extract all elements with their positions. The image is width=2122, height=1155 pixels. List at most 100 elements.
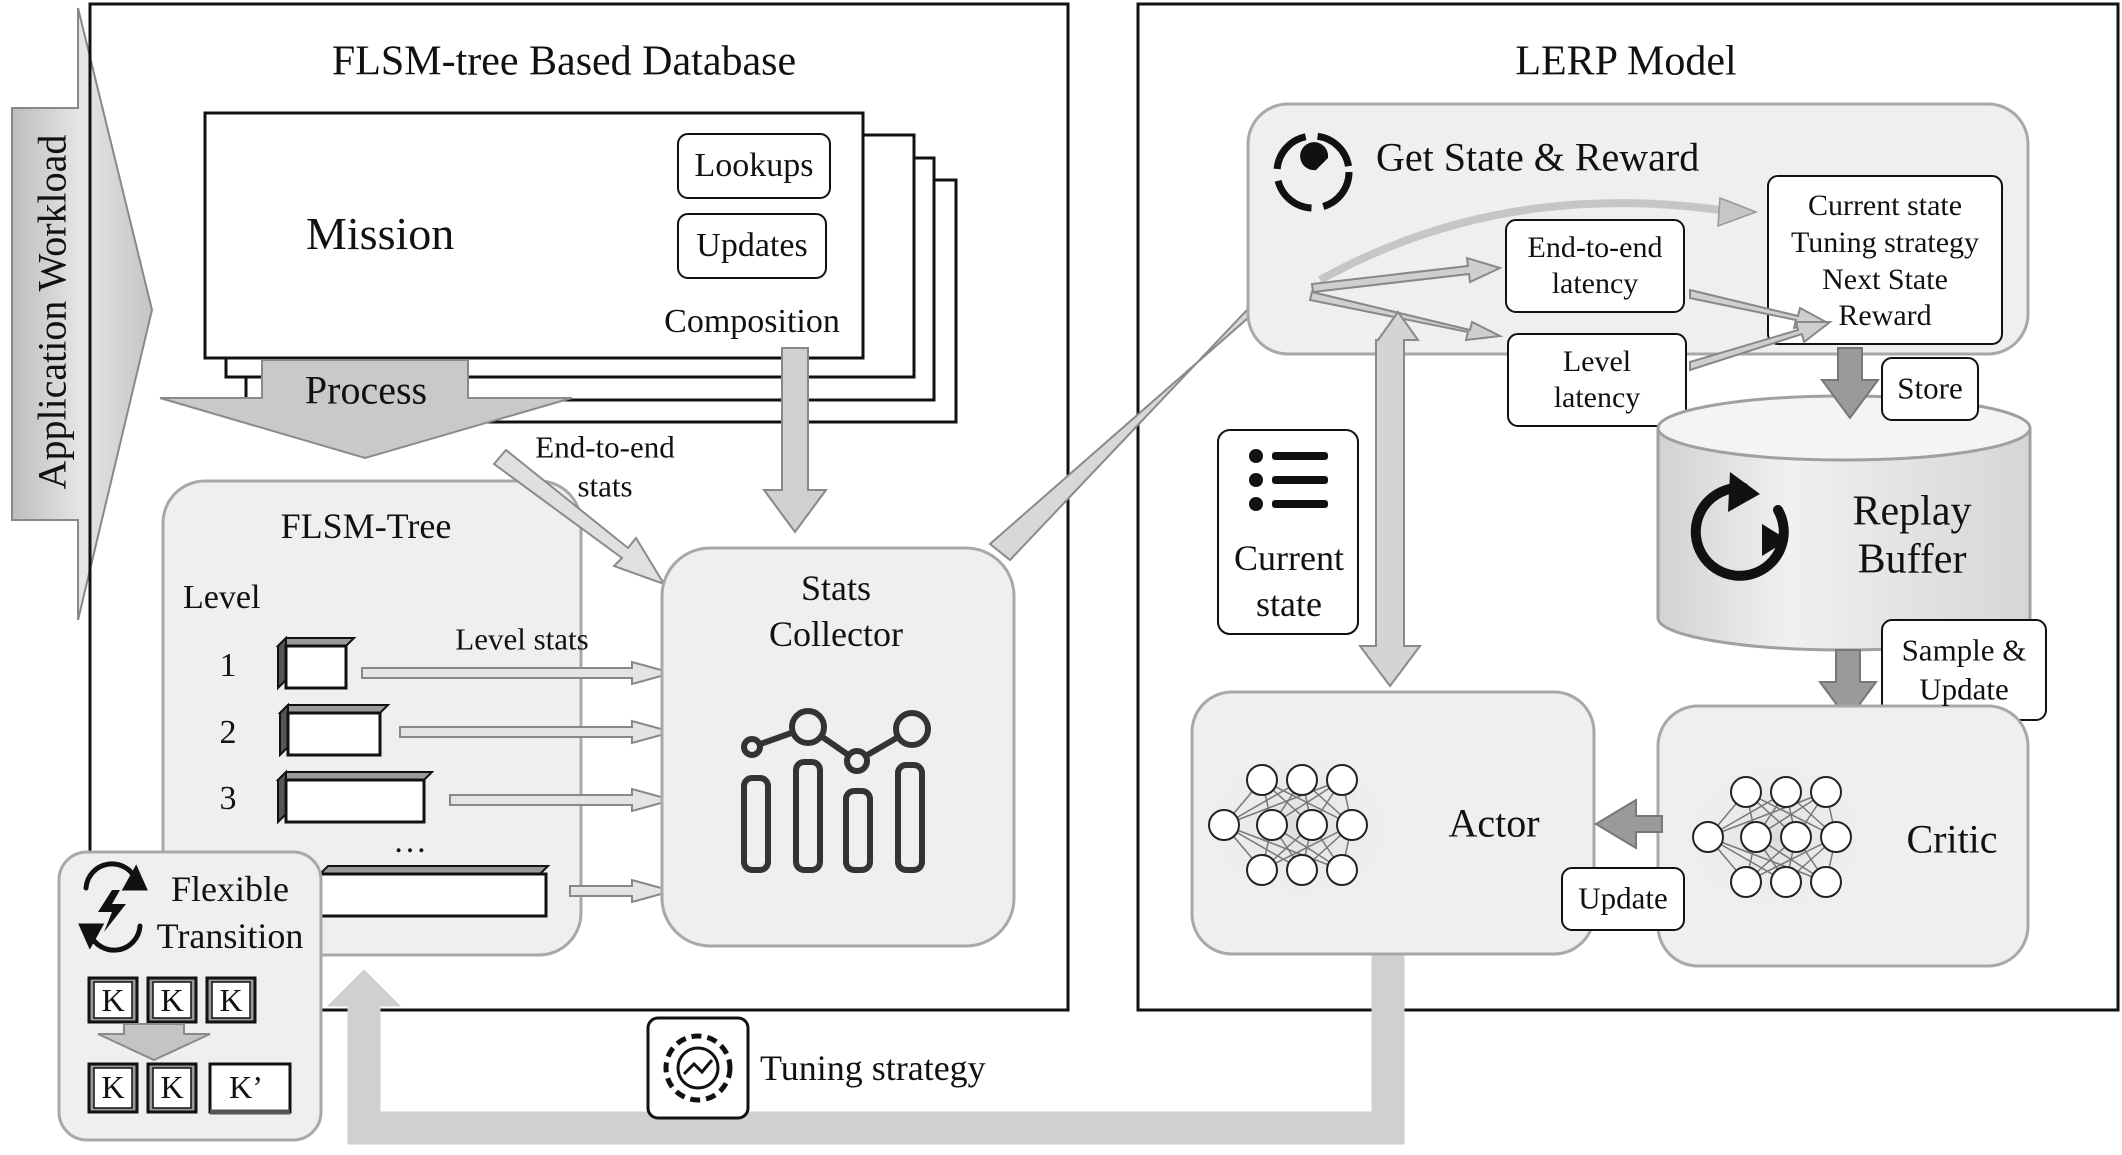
tuning-strategy-label: Tuning strategy — [760, 1047, 986, 1088]
critic-label: Critic — [1906, 816, 1998, 862]
critic-neuron-edge — [1707, 836, 1827, 883]
tuple-next-state: Next State — [1822, 263, 1948, 297]
state-to-actor-arrow — [1358, 310, 1422, 688]
flsm-tree-title: FLSM-Tree — [280, 505, 452, 546]
actor-neuron-node — [1256, 809, 1288, 841]
tuple-reward: Reward — [1838, 299, 1932, 333]
composition-label: Composition — [664, 302, 840, 340]
tuning-gear-icon — [646, 1016, 750, 1120]
sample-update-line2: Update — [1919, 671, 2009, 707]
level-latency-box — [1507, 333, 1687, 427]
update-label: Update — [1578, 880, 1668, 916]
actor-neuron-node — [1286, 854, 1318, 886]
e2e-stats-label-line2: stats — [577, 468, 633, 504]
level-block-1 — [275, 635, 357, 691]
actor-neuron-node — [1286, 764, 1318, 796]
key-blocks-before — [87, 976, 257, 1024]
sample-update-arrow — [1818, 649, 1878, 722]
lerp-frame — [1136, 2, 2120, 1012]
tuple-current-state: Current state — [1807, 189, 1963, 223]
list-icon — [1249, 449, 1328, 511]
level-block-n — [317, 865, 551, 918]
current-state-line1: Current — [1234, 537, 1344, 578]
transition-down-arrow — [97, 1023, 211, 1062]
tuple-tuning-strategy: Tuning strategy — [1790, 226, 1980, 260]
database-frame — [88, 2, 1070, 1012]
critic-neuron-node — [1770, 866, 1802, 898]
transition-tuple-box — [1767, 175, 2003, 345]
store-label: Store — [1897, 370, 1963, 406]
replay-buffer-line1: Replay — [1852, 488, 1972, 535]
sample-update-line1: Sample & — [1901, 632, 2027, 668]
actor-neuron-node — [1296, 809, 1328, 841]
latency-arrows — [1308, 256, 1833, 372]
level-latency-line1: Level — [1562, 345, 1632, 379]
replay-buffer-cylinder — [1656, 394, 2032, 652]
actor-neuron-node — [1246, 854, 1278, 886]
lookups-label: Lookups — [694, 146, 814, 184]
critic-neuron-node — [1810, 776, 1842, 808]
critic-neuron-node — [1770, 776, 1802, 808]
critic-neuron-node — [1810, 866, 1842, 898]
e2e-latency-line2: latency — [1551, 267, 1639, 301]
key-after-1: K — [101, 1069, 125, 1106]
critic-neuron-node — [1730, 776, 1762, 808]
tuning-strategy-arrow — [326, 951, 1405, 1145]
level-block-2 — [277, 702, 391, 758]
key-before-1: K — [101, 982, 125, 1019]
level-ellipsis: … — [393, 822, 427, 860]
actor-neuron-node — [1326, 854, 1358, 886]
current-state-line2: state — [1256, 583, 1322, 624]
composition-arrow — [762, 347, 828, 534]
level-stats-label: Level stats — [455, 621, 589, 657]
critic-neuron-node — [1692, 821, 1724, 853]
actor-neural-net-icon — [1190, 735, 1410, 915]
mission-title: Mission — [306, 208, 455, 260]
level-stats-arrows — [361, 660, 676, 904]
updates-box — [677, 213, 827, 279]
critic-neuron-node — [1730, 866, 1762, 898]
level-number-1: 1 — [219, 646, 237, 684]
stats-collector-title-line1: Stats — [800, 567, 872, 608]
wrench-icon — [1273, 132, 1353, 212]
level-label: Level — [183, 578, 261, 616]
critic-neuron-node — [1740, 821, 1772, 853]
process-label: Process — [304, 367, 428, 413]
get-state-title: Get State & Reward — [1376, 134, 1700, 180]
level-block-3 — [275, 769, 435, 825]
flexible-transition-title-line1: Flexible — [171, 868, 289, 909]
update-box — [1561, 867, 1685, 931]
store-box — [1881, 357, 1979, 421]
actor-neuron-node — [1326, 764, 1358, 796]
key-before-2: K — [160, 982, 184, 1019]
critic-neuron-node — [1820, 821, 1852, 853]
actor-neuron-edge — [1223, 779, 1343, 826]
replay-buffer-line2: Buffer — [1857, 536, 1967, 583]
critic-neuron-edge — [1745, 836, 1837, 883]
e2e-latency-box — [1505, 219, 1685, 313]
key-after-2: K — [160, 1069, 184, 1106]
e2e-stats-arrow — [492, 448, 667, 586]
lookups-box — [677, 133, 831, 199]
level-latency-line2: latency — [1553, 381, 1641, 415]
stats-collector-title-line2: Collector — [769, 613, 903, 654]
key-blocks-after — [87, 1062, 292, 1115]
actor-neuron-node — [1336, 809, 1368, 841]
actor-neuron-node — [1208, 809, 1240, 841]
e2e-stats-label-line1: End-to-end — [535, 429, 675, 465]
level-number-2: 2 — [219, 713, 237, 751]
level-number-3: 3 — [219, 779, 237, 817]
flexible-transition-title-line2: Transition — [156, 915, 304, 956]
actor-neuron-edge — [1223, 824, 1343, 871]
critic-neural-net-icon — [1666, 747, 1886, 927]
key-before-3: K — [219, 982, 243, 1019]
application-workload-arrow — [11, 7, 154, 621]
transition-icon — [78, 861, 148, 953]
key-after-3: K’ — [229, 1069, 263, 1106]
updates-label: Updates — [696, 226, 808, 264]
critic-neuron-edge — [1707, 791, 1827, 838]
stats-chart-icon — [741, 708, 931, 873]
e2e-latency-line1: End-to-end — [1527, 231, 1663, 265]
